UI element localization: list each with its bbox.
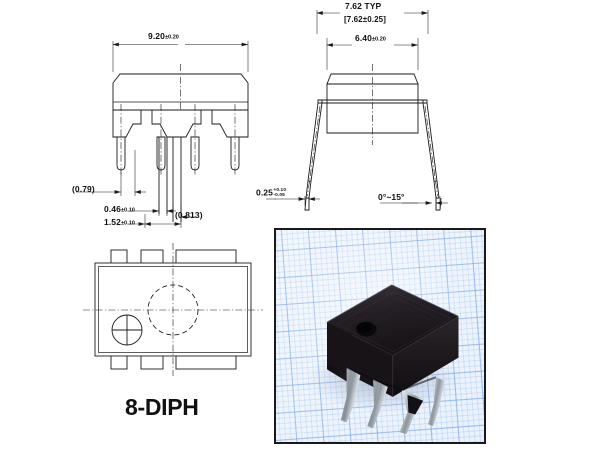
- dimension-lead-tip: 0.25+0.10-0.05: [256, 187, 287, 199]
- lead-blades-front: [116, 136, 240, 171]
- dimension-lead-width: 0.46±0.10: [104, 204, 135, 214]
- front-elevation-view: [76, 41, 249, 228]
- product-photo: [274, 228, 486, 444]
- dimension-lead-pitch: 1.52±0.10: [104, 217, 135, 227]
- dimension-body-length: 9.20±0.20: [148, 31, 179, 41]
- dimension-lead-angle: 0°~15°: [378, 192, 405, 202]
- dimension-row-spacing-reference: [7.62±0.25]: [344, 15, 386, 24]
- top-plan-view: [83, 243, 263, 376]
- photo-pins-front: [340, 367, 445, 435]
- dimension-row-spacing: 7.62 TYP: [345, 1, 382, 11]
- dimension-body-width: 6.40±0.20: [355, 33, 386, 43]
- end-elevation-view: [266, 10, 448, 211]
- package-name-label: 8-DIPH: [125, 394, 199, 420]
- pin1-index-mark: [111, 314, 143, 346]
- dimension-seating-height: (0.79): [72, 184, 95, 194]
- dimension-lead-thickness: (0.813): [175, 210, 203, 220]
- ic-package-photo-subject: [307, 284, 461, 435]
